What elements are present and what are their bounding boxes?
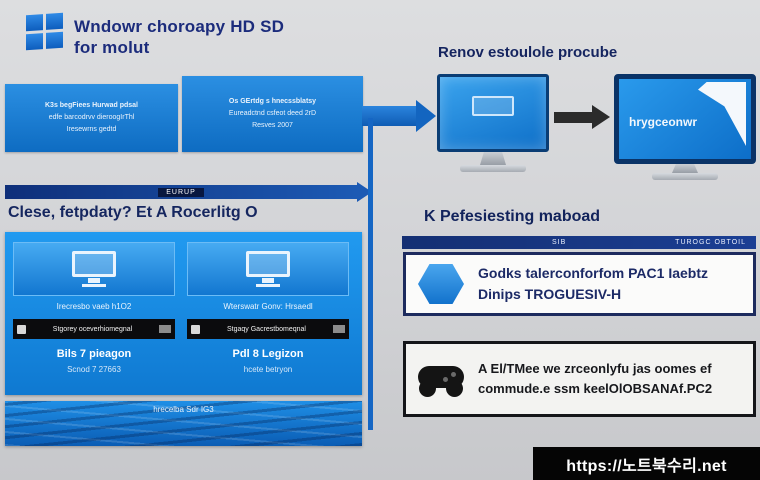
flow-arrow-bar: EURUP (5, 185, 357, 199)
chip-icon (191, 324, 200, 334)
panel-tile-1 (13, 242, 175, 296)
arrow-between-monitors (554, 112, 592, 123)
card-icon (159, 325, 171, 333)
info-box-1-line2: edfe barcodrvv dieroogIrThl (48, 114, 135, 121)
arrow-between-monitors-head-icon (592, 105, 610, 129)
info-box-2-line2: Eureadctnd csfeot deed 2rD (228, 110, 317, 117)
strip-label-right: TUROGC OBTOIL (675, 239, 746, 246)
gaming-card-line1: A El/TMee we zrceonlyfu jas oomes ef (478, 361, 712, 376)
white-flag-icon (698, 82, 746, 146)
right-heading-mid: K Pefesiesting maboad (424, 208, 601, 225)
info-box-2: Os GErtdg s hnecssblatsy Eureadctnd csfe… (182, 76, 363, 152)
card-icon (333, 325, 345, 333)
gamepad-button (443, 377, 448, 382)
page-title-line1: Wndowr choroapy HD SD (74, 17, 285, 36)
hardware-card-text: Godks talerconforfom PAC1 Iaebtz Dinips … (478, 263, 708, 305)
section-heading: Clese, fetpdaty? Et A Rocerlitg O (8, 204, 258, 221)
hardware-card: Godks talerconforfom PAC1 Iaebtz Dinips … (403, 252, 756, 316)
windows-logo-pane (26, 14, 43, 32)
page-title: Wndowr choroapy HD SD for molut (74, 16, 284, 58)
column-1-subtitle: Scnod 7 27663 (67, 365, 121, 374)
column-1-title: Bils 7 pieagon (56, 348, 132, 360)
gamepad-button (451, 372, 456, 377)
panel-tile-2 (187, 242, 349, 296)
monitor-2-screen: hrygceonwr (614, 74, 756, 164)
gaming-card: A El/TMee we zrceonlyfu jas oomes ef com… (403, 341, 756, 417)
water-banner: hrecelba Sdr IG3 (5, 401, 362, 446)
tile-label-1: Irecresbo vaeb h1O2 (56, 302, 132, 311)
chipset-icon (418, 264, 464, 304)
info-box-2-line1: Os GErtdg s hnecssblatsy (228, 98, 317, 105)
site-url-bar[interactable]: https://노트북수리.net (533, 447, 760, 480)
column-2-subtitle: hcete betryon (243, 365, 293, 374)
water-banner-label: hrecelba Sdr IG3 (153, 405, 214, 414)
windows-logo-pane (46, 31, 63, 49)
right-heading-top: Renov estoulole procube (438, 44, 618, 61)
flow-arrow-to-monitor (362, 106, 416, 126)
info-box-1-line3: Iresewrns gedtd (66, 126, 117, 133)
spec-bar-1: Stgorey oceverhiomegnal (13, 319, 175, 339)
chip-icon (17, 324, 26, 334)
windows-logo-icon (26, 12, 63, 51)
hardware-card-line2: Dinips TROGUESIV-H (478, 286, 622, 302)
flow-arrow-to-monitor-head-icon (416, 100, 436, 132)
monitor-1-base (460, 165, 526, 172)
monitor-1-screen (437, 74, 549, 152)
monitor-2-base (652, 173, 718, 180)
info-box-1-line1: K3s begFiees Hurwad pdsal (45, 102, 138, 109)
gaming-card-text: A El/TMee we zrceonlyfu jas oomes ef com… (478, 359, 712, 399)
windows-logo-pane (46, 12, 63, 30)
monitor-1-stand (480, 152, 506, 165)
monitor-2-label: hrygceonwr (629, 115, 698, 129)
right-arrow-strip: SIB TUROGC OBTOIL (402, 236, 756, 249)
info-box-1: K3s begFiees Hurwad pdsal edfe barcodrvv… (5, 84, 178, 152)
spec-bar-2-text: Stgaqy Gacrestbomeqnal (227, 325, 306, 333)
hardware-card-line1: Godks talerconforfom PAC1 Iaebtz (478, 265, 709, 281)
comparison-panel: Irecresbo vaeb h1O2 Stgorey oceverhiomeg… (5, 232, 362, 395)
strip-label-left: SIB (552, 239, 567, 246)
spec-bar-2: Stgaqy Gacrestbomeqnal (187, 319, 349, 339)
page-title-line2: for molut (74, 38, 150, 57)
monitor-graphic-1 (437, 74, 549, 172)
computer-icon (72, 251, 116, 277)
monitor-graphic-2: hrygceonwr (614, 74, 756, 180)
column-2-title: Pdl 8 Legizon (232, 348, 304, 360)
site-url[interactable]: https://노트북수리.net (566, 457, 727, 475)
panel-column-1: Irecresbo vaeb h1O2 Stgorey oceverhiomeg… (13, 242, 175, 374)
monitor-2-stand (672, 164, 698, 173)
panel-column-2: Wterswatr Gonv: Hrsaedl Stgaqy Gacrestbo… (187, 242, 349, 374)
gamepad-icon (418, 366, 464, 397)
windows-logo-pane (26, 33, 43, 51)
window-icon (472, 95, 514, 116)
vertical-connector-line (368, 118, 373, 430)
gaming-card-line2: commude.e ssm keelOlOBSANAf.PC2 (478, 381, 713, 396)
tile-label-2: Wterswatr Gonv: Hrsaedl (223, 302, 313, 311)
computer-icon (246, 251, 290, 277)
spec-bar-1-text: Stgorey oceverhiomegnal (52, 325, 133, 333)
flow-arrow-label: EURUP (158, 187, 204, 197)
info-box-2-line3: Resves 2007 (252, 122, 293, 129)
